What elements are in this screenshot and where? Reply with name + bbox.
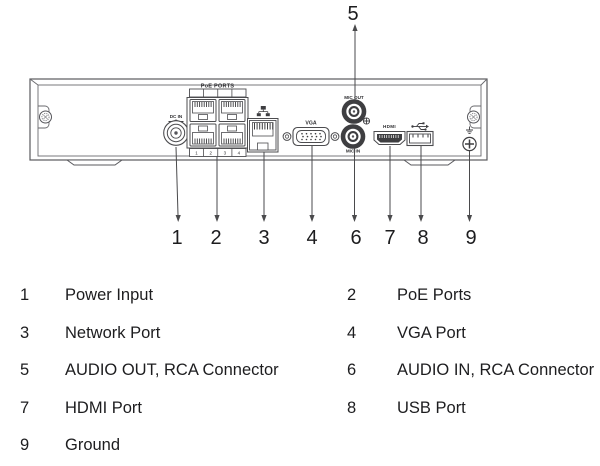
legend-item-number: 8 [347, 398, 357, 417]
callout-line-8 [418, 145, 424, 222]
hdmi-port: HDMI [373, 124, 406, 145]
mic-out-label: MIC OUT [344, 95, 364, 100]
poe-port-number-3: 3 [224, 151, 227, 156]
legend-item-label: Ground [65, 436, 121, 455]
poe-ports-block: PoE PORTS 1 2 3 4 [186, 84, 249, 157]
foot-left [65, 159, 124, 166]
legend-item-label: AUDIO OUT, RCA Connector [65, 361, 279, 380]
callout-number-4: 4 [306, 227, 317, 249]
callout-number-6: 6 [350, 227, 361, 249]
legend-item-label: AUDIO IN, RCA Connector [397, 361, 595, 380]
network-port [247, 106, 279, 153]
callout-line-7 [387, 146, 393, 222]
callout-lines [175, 24, 473, 222]
usb-port [406, 122, 434, 147]
callout-number-2: 2 [210, 227, 221, 249]
audio-out-port: MIC OUT [341, 95, 367, 124]
legend-item-number: 2 [347, 286, 357, 305]
legend-item-label: VGA Port [397, 323, 466, 342]
audio-in-port: MIC IN [340, 117, 371, 154]
callout-line-4 [309, 146, 315, 222]
legend-item-number: 5 [20, 361, 30, 380]
legend-item-label: HDMI Port [65, 398, 143, 417]
mic-in-label: MIC IN [346, 149, 361, 154]
callout-number-5: 5 [347, 3, 358, 25]
legend-item-label: Power Input [65, 286, 154, 305]
hdmi-label: HDMI [383, 124, 396, 129]
callout-line-9 [466, 151, 473, 222]
vga-port: VGA [282, 121, 340, 147]
mounting-screw-right [467, 110, 480, 124]
poe-port-number-1: 1 [195, 151, 198, 156]
legend-item-label: USB Port [397, 398, 466, 417]
foot-right [402, 159, 457, 166]
legend-item-label: PoE Ports [397, 286, 472, 305]
vga-label: VGA [305, 121, 316, 127]
legend-item-number: 3 [20, 323, 30, 342]
legend: 1 Power Input 2 PoE Ports 3 Network Port 4 V… [20, 277, 595, 465]
poe-ports-label: PoE PORTS [201, 84, 235, 90]
mounting-screw-left [39, 110, 52, 124]
poe-port-number-4: 4 [238, 151, 241, 156]
panel-screw-icon [362, 117, 371, 125]
callout-number-9: 9 [465, 227, 476, 249]
ground-screw [462, 126, 477, 152]
ground-icon [466, 126, 473, 135]
legend-item-number: 7 [20, 398, 30, 417]
callout-line-3 [261, 152, 267, 222]
legend-item-label: Network Port [65, 323, 161, 342]
poe-port-number-2: 2 [209, 151, 212, 156]
callout-line-6 [351, 148, 358, 222]
dc-in-label: DC IN [170, 114, 183, 119]
legend-item-number: 1 [20, 286, 30, 305]
legend-item-number: 6 [347, 361, 357, 380]
dc-in-port: DC IN [163, 114, 189, 146]
network-icon [256, 106, 270, 117]
legend-item-number: 9 [20, 436, 30, 455]
callout-line-1 [175, 146, 181, 222]
callout-line-5 [352, 24, 358, 100]
legend-item-number: 4 [347, 323, 357, 342]
callout-number-7: 7 [384, 227, 395, 249]
callout-line-2 [214, 156, 220, 222]
rear-panel-diagram: DC IN PoE PORTS 1 2 3 4 [29, 3, 488, 249]
callout-number-8: 8 [417, 227, 428, 249]
usb-icon [411, 122, 429, 131]
callout-number-1: 1 [171, 227, 182, 249]
callout-number-3: 3 [258, 227, 269, 249]
